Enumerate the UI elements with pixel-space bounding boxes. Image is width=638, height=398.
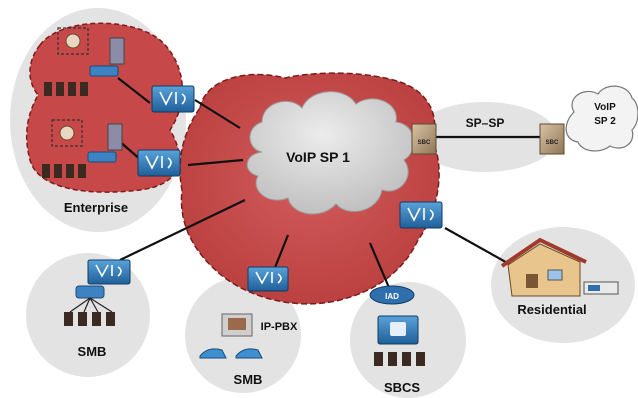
border-element-residential-icon bbox=[399, 201, 443, 229]
border-element-smb-mid-icon bbox=[247, 266, 289, 292]
sbc-right-icon: SBC bbox=[539, 123, 565, 155]
voip-sp2-cloud bbox=[565, 85, 638, 152]
ippbx-label: IP-PBX bbox=[261, 321, 298, 333]
iad-router-icon: IAD bbox=[369, 285, 415, 305]
ip-phone-icon bbox=[199, 348, 263, 359]
border-element-enterprise-bottom-icon bbox=[137, 149, 181, 177]
pbx-icon bbox=[221, 313, 253, 337]
border-element-smb-left-icon bbox=[87, 259, 131, 285]
residential-label: Residential bbox=[517, 302, 586, 317]
cloud-label: VoIP SP 1 bbox=[286, 149, 350, 165]
network-links bbox=[117, 77, 548, 291]
sbcs-device-icon bbox=[374, 315, 425, 366]
house-icon bbox=[500, 237, 619, 297]
cloud2-label-line1: VoIP bbox=[594, 102, 616, 113]
sbc-left-label: SBC bbox=[418, 140, 431, 146]
smb-left-label: SMB bbox=[78, 344, 107, 359]
sbc-left-icon: SBC bbox=[411, 123, 437, 155]
smb-mid-label: SMB bbox=[234, 372, 263, 387]
sbcs-label: SBCS bbox=[384, 380, 420, 395]
sbc-right-label: SBC bbox=[546, 140, 559, 146]
enterprise-label: Enterprise bbox=[64, 200, 128, 215]
enterprise-bottom-cluster bbox=[42, 119, 123, 178]
border-element-enterprise-top-icon bbox=[151, 85, 195, 113]
enterprise-top-cluster bbox=[44, 27, 125, 96]
sp-sp-label: SP–SP bbox=[466, 116, 505, 130]
iad-label: IAD bbox=[385, 292, 399, 301]
cloud2-label-line2: SP 2 bbox=[594, 116, 616, 127]
voip-sp1-cloud bbox=[246, 91, 415, 215]
smb-left-equipment bbox=[64, 285, 115, 326]
